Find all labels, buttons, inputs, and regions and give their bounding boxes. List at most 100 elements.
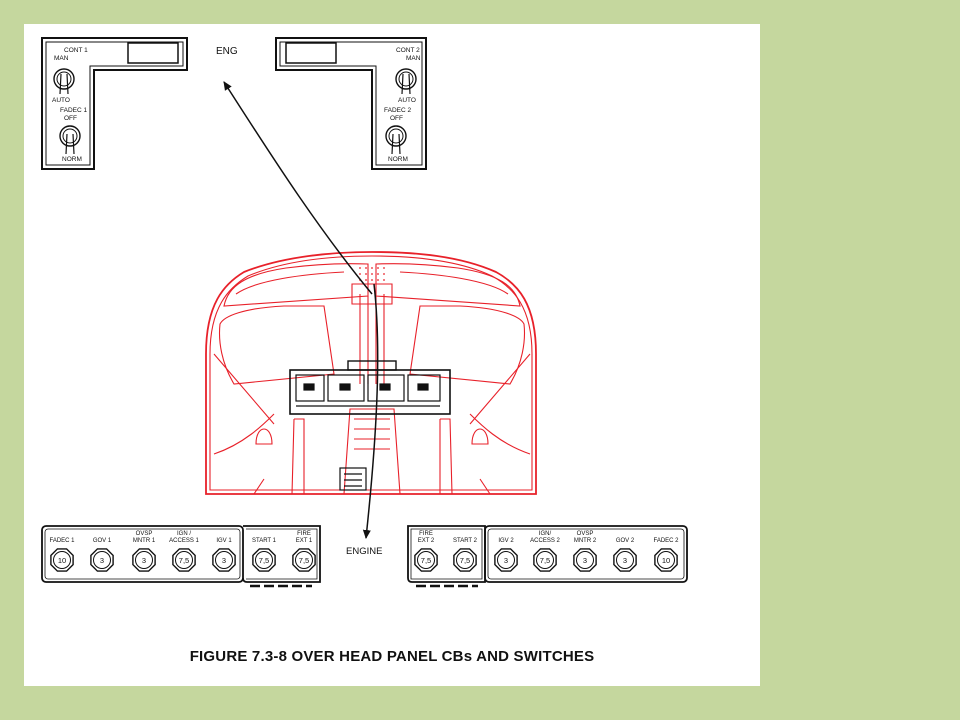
circuit-breaker-housing: [613, 548, 637, 572]
circuit-breaker-fadec-1[interactable]: FADEC 1 10: [49, 538, 75, 572]
circuit-breaker-rating: 3: [222, 556, 226, 565]
circuit-breaker-button[interactable]: [135, 551, 153, 569]
circuit-breaker-housing: [212, 548, 236, 572]
circuit-breaker-housing: [90, 548, 114, 572]
circuit-breaker-button[interactable]: [536, 551, 554, 569]
engine-callout-arrow: [362, 283, 379, 539]
circuit-breaker-rating: 10: [662, 556, 670, 565]
circuit-breaker-igv-1[interactable]: IGV 1 3: [212, 538, 236, 572]
circuit-breaker-rating: 7,5: [460, 556, 470, 565]
circuit-breaker-label: IGV 2: [498, 538, 514, 544]
circuit-breaker-housing: [573, 548, 597, 572]
cb-panel-right: [407, 525, 688, 588]
cb-panel-left-group-b-outline: [242, 525, 321, 583]
figure-sheet: CONT 1 MAN AUTO FADEC 1 OFF NORM CONT 2 …: [24, 24, 760, 686]
circuit-breaker-label: START 2: [453, 538, 478, 544]
switch-panel-2-display: [285, 42, 337, 64]
circuit-breaker-housing: [50, 548, 74, 572]
circuit-breakers: FADEC 1 10 GOV 1 3 OVSP MNTR 1 3 IGN /ACCESS 17…: [49, 531, 679, 572]
circuit-breaker-button[interactable]: [255, 551, 273, 569]
cont-2-man-label: MAN: [406, 55, 421, 62]
circuit-breaker-housing: [292, 548, 316, 572]
circuit-breaker-housing: [172, 548, 196, 572]
circuit-breaker-sublabel: MNTR 1: [133, 538, 156, 544]
display-1: [295, 374, 325, 402]
circuit-breaker-button[interactable]: [215, 551, 233, 569]
cont-1-toggle-switch[interactable]: [53, 68, 75, 95]
fadec-2-off-label: OFF: [390, 115, 403, 122]
cont-1-auto-label: AUTO: [52, 97, 70, 104]
circuit-breaker-button[interactable]: [657, 551, 675, 569]
cockpit-outer-shell: [205, 251, 537, 495]
circuit-breaker-label: FADEC 1: [49, 538, 75, 544]
circuit-breaker-rating: 7,5: [259, 556, 269, 565]
eng-callout-label: ENG: [216, 46, 238, 57]
display-2: [327, 374, 365, 402]
circuit-breaker-sublabel: ACCESS 2: [530, 538, 560, 544]
switch-panel-2-outline: [275, 37, 427, 170]
circuit-breaker-button[interactable]: [93, 551, 111, 569]
circuit-breaker-rating: 7,5: [299, 556, 309, 565]
circuit-breaker-rating: 3: [583, 556, 587, 565]
cont-2-auto-label: AUTO: [398, 97, 416, 104]
engine-callout-label: ENGINE: [346, 546, 382, 557]
circuit-breaker-housing: [132, 548, 156, 572]
circuit-breaker-start-2[interactable]: START 2 7,5: [453, 538, 478, 572]
circuit-breaker-rating: 3: [142, 556, 146, 565]
circuit-breaker-rating: 3: [100, 556, 104, 565]
circuit-breaker-rating: 7,5: [540, 556, 550, 565]
circuit-breaker-housing: [533, 548, 557, 572]
fadec-2-toggle-switch[interactable]: [385, 125, 407, 155]
fadec-1-off-label: OFF: [64, 115, 77, 122]
cont-2-toggle-switch[interactable]: [395, 68, 417, 95]
circuit-breaker-housing: [414, 548, 438, 572]
circuit-breaker-rating: 7,5: [421, 556, 431, 565]
pedestal-label-plate: [339, 467, 367, 491]
circuit-breaker-button[interactable]: [417, 551, 435, 569]
circuit-breaker-fadec-2[interactable]: FADEC 210: [653, 538, 679, 572]
cb-panel-right-group-a-outline: [407, 525, 486, 583]
circuit-breaker-start-1[interactable]: START 1 7,5: [252, 538, 277, 572]
circuit-breaker-button[interactable]: [576, 551, 594, 569]
circuit-breaker-label: OVSP: [577, 531, 594, 537]
circuit-breaker-sublabel: MNTR 2: [574, 538, 597, 544]
cb-panel-right-group-b-outline: [484, 525, 688, 583]
circuit-breaker-rating: 10: [58, 556, 66, 565]
circuit-breaker-button[interactable]: [175, 551, 193, 569]
circuit-breaker-button[interactable]: [53, 551, 71, 569]
circuit-breaker-label: IGV 1: [216, 538, 232, 544]
fadec-1-norm-label: NORM: [62, 156, 82, 163]
circuit-breaker-button[interactable]: [456, 551, 474, 569]
circuit-breaker-ign-access-1[interactable]: IGN /ACCESS 17,5: [169, 531, 199, 572]
circuit-breaker-label: FIRE: [419, 531, 433, 537]
figure-caption: FIGURE 7.3-8 OVER HEAD PANEL CBs AND SWI…: [189, 648, 595, 665]
circuit-breaker-gov-2[interactable]: GOV 23: [613, 538, 637, 572]
overhead-panel-figure: CONT 1 MAN AUTO FADEC 1 OFF NORM CONT 2 …: [41, 37, 688, 588]
circuit-breaker-rating: 3: [504, 556, 508, 565]
circuit-breaker-button[interactable]: [497, 551, 515, 569]
circuit-breaker-ign-access-2[interactable]: IGN/ACCESS 27,5: [530, 531, 560, 572]
circuit-breaker-label: START 1: [252, 538, 277, 544]
fadec-1-label: FADEC 1: [60, 107, 87, 114]
circuit-breaker-gov-1[interactable]: GOV 1 3: [90, 538, 114, 572]
circuit-breaker-button[interactable]: [295, 551, 313, 569]
circuit-breaker-housing: [453, 548, 477, 572]
switch-panel-2: CONT 2 MAN AUTO FADEC 2 OFF NORM: [275, 37, 427, 170]
fadec-1-toggle-switch[interactable]: [59, 125, 81, 155]
instrument-panel: [289, 360, 451, 491]
cb-panel-left-group-a-outline: [41, 525, 244, 583]
circuit-breaker-label: GOV 1: [93, 538, 112, 544]
circuit-breaker-label: IGN /: [177, 531, 191, 537]
eng-callout-arrow: [223, 81, 373, 295]
display-3: [367, 374, 405, 402]
circuit-breaker-housing: [252, 548, 276, 572]
fadec-2-norm-label: NORM: [388, 156, 408, 163]
cont-2-label: CONT 2: [396, 47, 420, 54]
circuit-breaker-button[interactable]: [616, 551, 634, 569]
circuit-breaker-igv-2[interactable]: IGV 2 3: [494, 538, 518, 572]
circuit-breaker-label: FIRE: [297, 531, 311, 537]
